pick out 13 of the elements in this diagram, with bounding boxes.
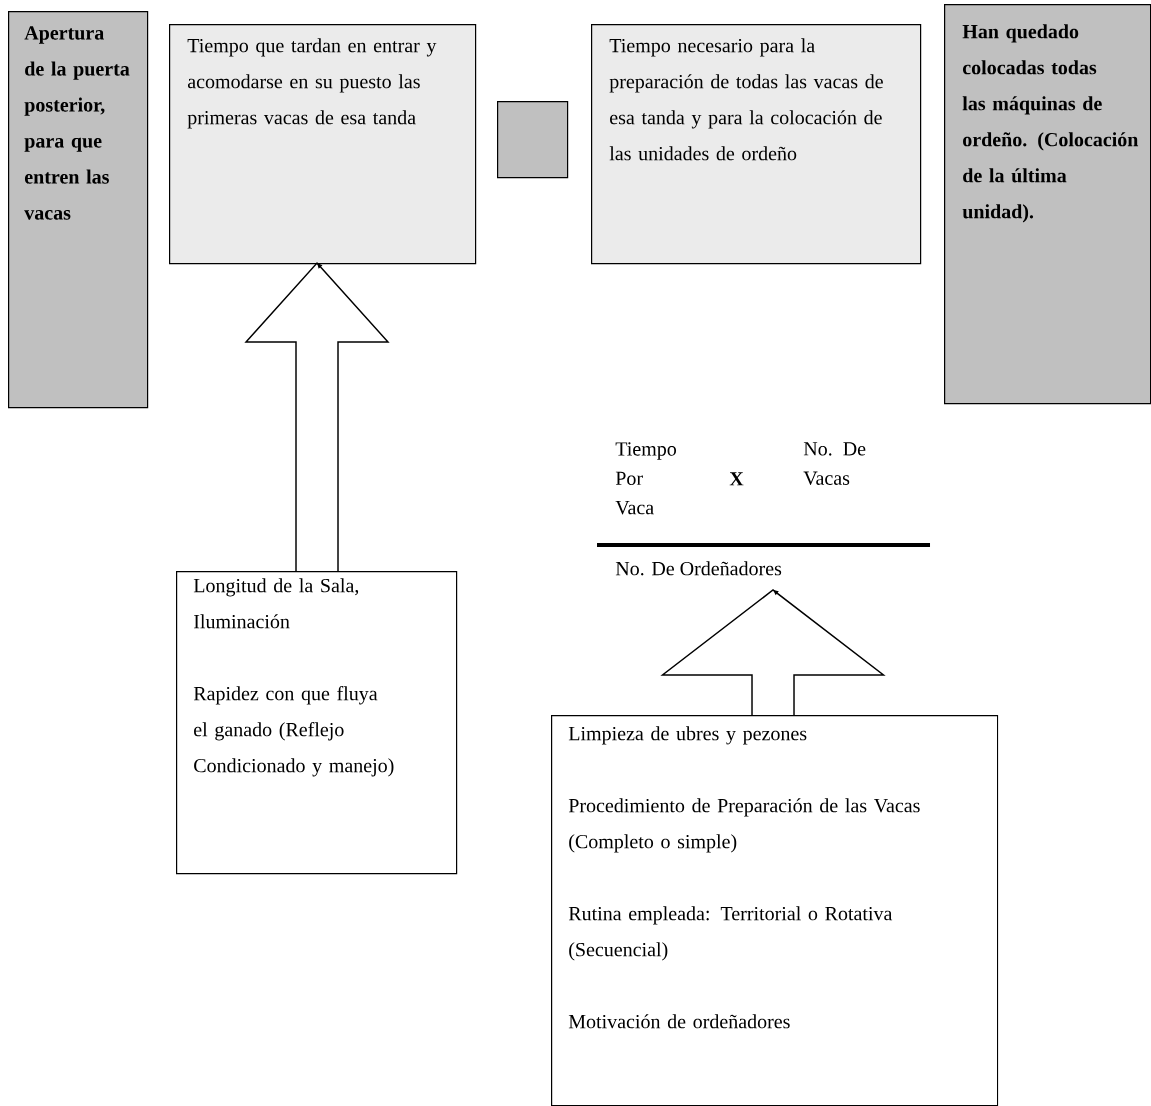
- empty-box: [497, 101, 569, 179]
- block-arrow: [244, 261, 390, 572]
- block-arrow: [660, 589, 886, 716]
- text-box: Tiempo que tardan en entrar y acomodarse en su puesto las primeras vacas de esa tanda: [169, 24, 477, 265]
- text-box: Longitud de la Sala, Iluminación Rapidez con que fluya el ganado (Reflejo Condicionado y manejo): [176, 571, 458, 875]
- text-box: Han quedado colocadas todas las máquinas de ordeño. (Colocación de la última unidad).: [944, 4, 1151, 405]
- text-box: Apertura de la puerta posterior, para que entren las vacas: [8, 11, 149, 409]
- formula-text: No. De Ordeñadores: [615, 561, 782, 576]
- formula-text: Tiempo Por Vaca: [615, 442, 677, 515]
- formula-text: No. De Vacas: [803, 442, 866, 485]
- operator: X: [729, 472, 744, 486]
- text-box: Limpieza de ubres y pezones Procedimiento de Preparación de las Vacas (Completo o simple) Rutina empleada: Territorial o Rotativa (Secuencial) Motivación de ordeñadores: [551, 715, 999, 1106]
- text-box: Tiempo necesario para la preparación de todas las vacas de esa tanda y para la colocación de las unidades de ordeño: [591, 24, 922, 265]
